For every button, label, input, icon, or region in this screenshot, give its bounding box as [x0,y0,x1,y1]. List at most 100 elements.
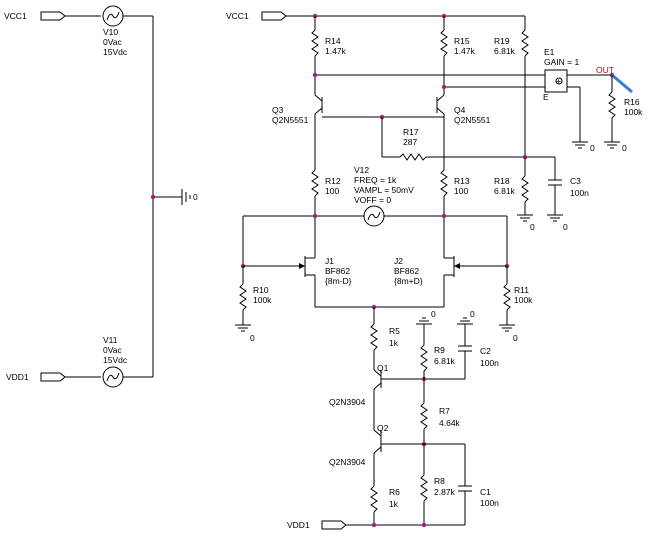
q2-model: Q2N3904 [329,457,366,467]
vdd-rail: VDD1 [287,520,465,530]
v11-dc: 15Vdc [103,355,128,365]
vdd1-connector-bottom [321,520,347,530]
r9-ground-label: 0 [431,309,436,319]
q1-name: Q1 [377,363,389,373]
resistor-r7[interactable]: R7 4.64k [420,379,461,447]
v10-ac: 0Vac [103,37,122,47]
capacitor-c1[interactable]: C1 100n [458,444,499,525]
r14-name: R14 [325,36,341,46]
output-probe-marker [611,73,633,94]
r19-value: 6.81k [494,46,516,56]
v11-name: V11 [103,335,118,345]
r10-ground-label: 0 [250,333,255,343]
j2-model: BF862 [394,266,419,276]
r12-value: 100 [325,186,339,196]
j1-param: {8m-D} [325,276,352,286]
r7-value: 4.64k [439,418,461,428]
capacitor-c3[interactable]: 0 C3 100n [547,157,589,232]
transistor-q2[interactable]: Q2 Q2N3904 [329,423,465,482]
q1-model: Q2N3904 [329,397,366,407]
transistor-q4[interactable]: Q4 Q2N5551 [436,94,491,170]
v10-dc: 15Vdc [103,47,128,57]
r13-value: 100 [454,186,468,196]
r6-name: R6 [389,487,400,497]
resistor-r19[interactable]: R19 6.81k [494,16,529,155]
power-supply-section: VCC1 V10 0Vac 15Vdc 0 VDD1 V11 0Vac 15Vd… [4,5,198,388]
vcc1-connector-left [40,11,66,21]
resistor-r10[interactable]: 0 R10 100k [235,266,272,343]
q4-name: Q4 [454,105,466,115]
r16-name: R16 [624,97,640,107]
r10-value: 100k [253,295,272,305]
c3-ground-label: 0 [563,222,568,232]
vdd1-label-bottom: VDD1 [287,520,310,530]
resistor-r6[interactable]: R6 1k [370,482,400,525]
r18-value: 6.81k [494,186,516,196]
v12-signal-source[interactable]: V12 FREQ = 1k VAMPL = 50mV VOFF = 0 [243,165,507,227]
v11-ac: 0Vac [103,345,122,355]
r5-value: 1k [389,338,399,348]
transistor-q1[interactable]: Q1 Q2N3904 [329,363,465,430]
vdd1-label-left: VDD1 [6,372,29,382]
e1-e-label: E [543,92,549,102]
e1-ground-label: 0 [590,143,595,153]
r16-value: 100k [624,107,643,117]
vcvs-e1[interactable]: + E1 GAIN = 1 E 0 [543,47,612,153]
vcc1-connector-right [261,11,287,21]
vcc1-label-right: VCC1 [226,11,249,21]
r5-name: R5 [389,326,400,336]
resistor-r9[interactable]: 0 R9 6.81k [416,309,456,379]
r10-name: R10 [253,285,269,295]
r11-value: 100k [514,295,533,305]
out-label: OUT [596,65,614,75]
r15-name: R15 [454,36,470,46]
capacitor-c2[interactable]: 0 C2 100n [457,309,499,379]
r8-value: 2.87k [434,487,456,497]
c1-value: 100n [480,498,499,508]
q2-name: Q2 [377,423,389,433]
r9-value: 6.81k [434,356,456,366]
c3-name: C3 [570,176,581,186]
r8-name: R8 [434,476,445,486]
r18-name: R18 [494,176,510,186]
c2-name: C2 [480,346,491,356]
resistor-r16[interactable]: 0 R16 100k [604,75,643,153]
resistor-r13[interactable]: R13 100 [440,169,470,255]
v10-name: V10 [103,27,118,37]
jfet-j1[interactable]: J1 BF862 {8m-D} [240,216,352,307]
r14-value: 1.47k [325,46,347,56]
resistor-r12[interactable]: R12 100 [311,169,341,255]
q3-model: Q2N5551 [272,115,309,125]
resistor-r5[interactable]: R5 1k [370,307,400,370]
c2-ground-label: 0 [470,309,475,319]
v12-name: V12 [354,165,369,175]
q3-name: Q3 [272,105,284,115]
vcc1-label-left: VCC1 [4,11,27,21]
r11-ground-label: 0 [513,333,518,343]
e1-name: E1 [544,47,555,57]
svg-text:+: + [556,76,561,86]
resistor-r18[interactable]: 0 R18 6.81k [494,157,535,232]
e1-gain: GAIN = 1 [544,57,579,67]
r17-value: 287 [403,137,417,147]
r16-ground-label: 0 [622,143,627,153]
jfet-j2[interactable]: J2 BF862 {8m+D} [394,216,510,307]
r13-name: R13 [454,176,470,186]
c3-value: 100n [570,188,589,198]
vdd1-connector-left [40,372,66,382]
j2-param: {8m+D} [394,276,423,286]
resistor-r17[interactable]: R17 287 [379,114,555,161]
r19-name: R19 [494,36,510,46]
output-node[interactable]: OUT [596,65,633,94]
resistor-r14[interactable]: R14 1.47k [311,16,347,95]
r17-name: R17 [403,127,419,137]
j1-model: BF862 [325,266,350,276]
r11-name: R11 [514,285,529,295]
r15-value: 1.47k [454,46,476,56]
v12-freq: FREQ = 1k [354,175,397,185]
resistor-r15[interactable]: R15 1.47k [440,16,476,95]
resistor-r11[interactable]: 0 R11 100k [499,266,533,343]
c2-value: 100n [480,358,499,368]
resistor-r8[interactable]: R8 2.87k [420,444,456,525]
